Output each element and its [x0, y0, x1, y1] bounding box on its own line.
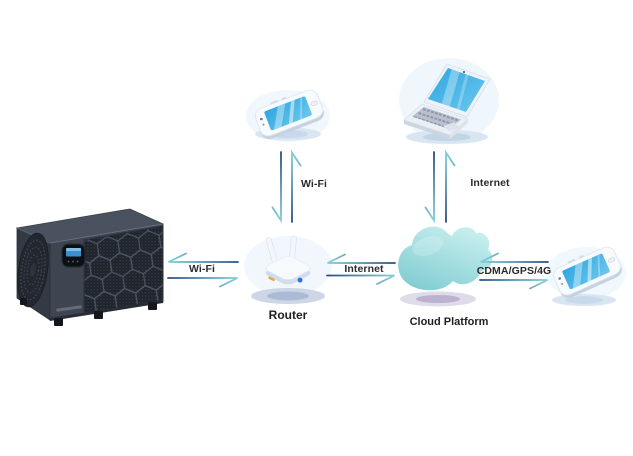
arrow-cloud-to-phone	[479, 279, 548, 290]
router-label: Router	[268, 308, 308, 322]
router-accent-stripe	[268, 276, 275, 282]
laptop-touchpad	[443, 122, 460, 131]
cloud-icon	[398, 226, 493, 307]
arrow-pump-to-router	[167, 277, 238, 288]
laptop-front-edge	[404, 120, 450, 139]
router-shadow-core	[267, 291, 309, 301]
arrow-router-to-cloud	[326, 274, 395, 285]
router-body	[265, 256, 311, 280]
wifi-router-icon	[244, 235, 332, 304]
heat-pump-unit-icon	[15, 208, 165, 326]
heat-pump-grille	[83, 225, 164, 316]
laptop-screen	[428, 68, 485, 112]
link-arrows	[167, 149, 549, 290]
arrow-router-to-pump	[168, 252, 239, 263]
heat-pump-bottom-edge	[50, 300, 163, 321]
cloud-highlight	[412, 236, 444, 256]
link-label-internet-laptop-cloud: Internet	[470, 177, 510, 189]
laptop-camera-icon	[462, 70, 466, 74]
laptop-screen-glare	[440, 68, 469, 112]
heat-pump-display	[61, 243, 86, 268]
smartphone-right-icon	[546, 243, 626, 306]
brand-marking	[56, 305, 82, 312]
link-label-wifi-pump-router: Wi-Fi	[188, 263, 216, 275]
arrow-router-to-phone	[291, 149, 302, 223]
cloud-platform-label: Cloud Platform	[409, 316, 489, 328]
link-label-wifi-phone-router: Wi-Fi	[300, 178, 328, 190]
link-label-cdma: CDMA/GPS/4G	[476, 265, 552, 277]
smartphone-top-icon	[246, 86, 330, 142]
cloud-shadow-core	[416, 295, 460, 303]
laptop-icon	[399, 58, 499, 144]
laptop-right-edge	[450, 119, 468, 139]
arrow-phone-to-router	[271, 151, 282, 224]
heat-pump-top-edge-highlight	[49, 223, 164, 244]
router-led	[296, 276, 304, 284]
arrow-cloud-to-laptop	[445, 149, 456, 223]
arrow-phone-to-cloud	[480, 252, 549, 263]
phone-shadow-core	[565, 296, 603, 304]
arrow-laptop-to-cloud	[424, 151, 435, 224]
cloud-shape	[398, 226, 493, 291]
heat-pump-fan-icon	[17, 232, 49, 308]
arrow-cloud-to-router	[327, 253, 396, 264]
link-label-internet-router-cloud: Internet	[344, 263, 384, 275]
heat-pump-feet	[20, 298, 157, 326]
